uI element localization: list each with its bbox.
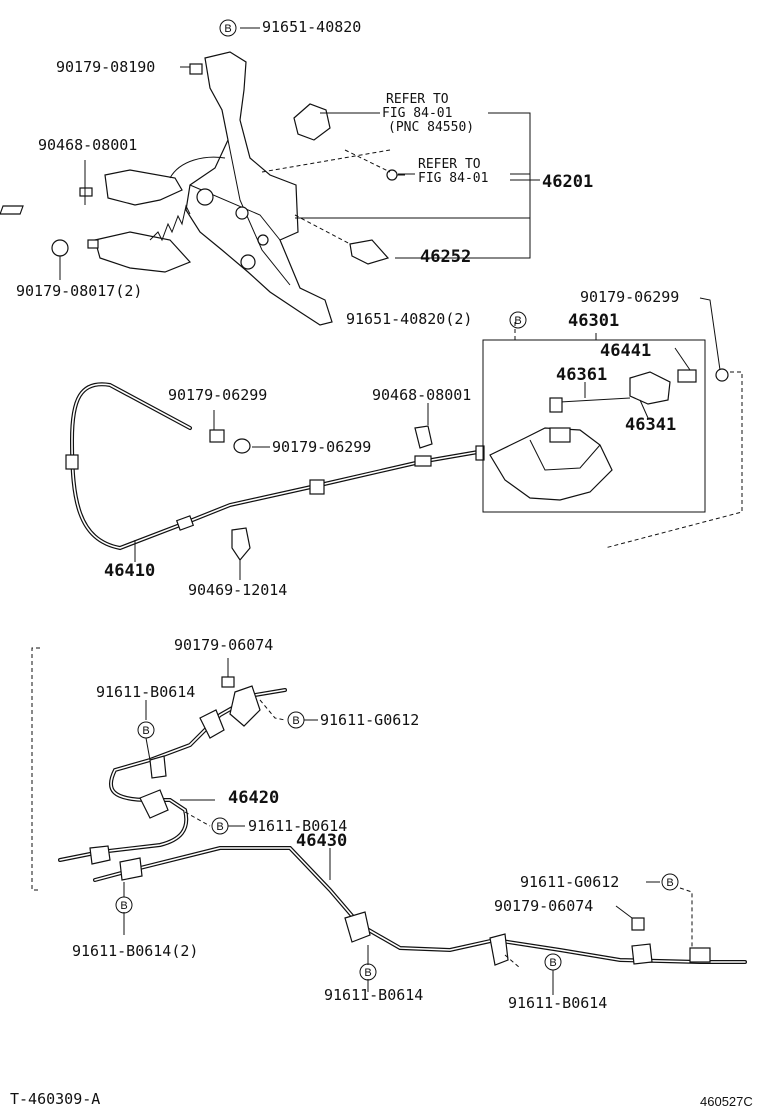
svg-text:B: B <box>514 315 521 327</box>
label-91611-g0612-b: 91611-G0612 <box>520 873 619 891</box>
footer: T-460309-A 460527C <box>10 1090 753 1109</box>
svg-text:B: B <box>216 821 223 833</box>
label-91651-40820: 91651-40820 <box>262 18 361 36</box>
label-91611-b0614-d: 91611-B0614 <box>508 994 607 1012</box>
label-90179-06299-r: 90179-06299 <box>580 288 679 306</box>
label-91611-b0614-c: 91611-B0614 <box>324 986 423 1004</box>
refer-note-1-line-2: FIG 84-01 <box>382 106 452 121</box>
label-90469-12014: 90469-12014 <box>188 581 287 599</box>
refer-note-2-line-1: REFER TO <box>418 157 481 172</box>
svg-text:B: B <box>120 900 127 912</box>
b-symbols: B B B B B B B B B <box>115 19 679 981</box>
label-91611-b0614-a: 91611-B0614 <box>96 683 195 701</box>
label-90468-08001-a: 90468-08001 <box>38 136 137 154</box>
b-symbol: B <box>219 19 237 37</box>
label-90179-06074-a: 90179-06074 <box>174 636 273 654</box>
svg-text:B: B <box>364 967 371 979</box>
b-symbol: B <box>509 311 527 329</box>
b-symbol: B <box>211 817 229 835</box>
svg-text:B: B <box>292 715 299 727</box>
label-91611-g0612-a: 91611-G0612 <box>320 711 419 729</box>
label-91611-b0614-2: 91611-B0614(2) <box>72 942 198 960</box>
svg-text:B: B <box>549 957 556 969</box>
svg-text:B: B <box>224 23 231 35</box>
label-46301: 46301 <box>568 311 619 331</box>
svg-text:B: B <box>142 725 149 737</box>
label-91611-b0614-b: 91611-B0614 <box>248 817 347 835</box>
label-46252: 46252 <box>420 247 471 267</box>
label-91651-40820-2: 91651-40820(2) <box>346 310 472 328</box>
label-46420: 46420 <box>228 788 279 808</box>
label-46410: 46410 <box>104 561 155 581</box>
b-symbol: B <box>359 963 377 981</box>
rear-cables <box>31 647 747 995</box>
label-90179-08190: 90179-08190 <box>56 58 155 76</box>
label-90179-06299-b: 90179-06299 <box>272 438 371 456</box>
label-46430: 46430 <box>296 831 347 851</box>
refer-note-2-line-2: FIG 84-01 <box>418 171 488 186</box>
b-symbol: B <box>544 953 562 971</box>
footer-figure-code: T-460309-A <box>10 1090 100 1108</box>
equalizer-box-46301 <box>482 297 743 549</box>
b-symbol: B <box>661 873 679 891</box>
b-symbol: B <box>115 896 133 914</box>
label-46341: 46341 <box>625 415 676 435</box>
label-90468-08001-b: 90468-08001 <box>372 386 471 404</box>
b-symbol: B <box>287 711 305 729</box>
refer-note-1-line-1: REFER TO <box>386 92 449 107</box>
leader-lines-top <box>59 27 540 280</box>
label-90179-06074-b: 90179-06074 <box>494 897 593 915</box>
label-90179-06299-a: 90179-06299 <box>168 386 267 404</box>
footer-image-id: 460527C <box>700 1094 753 1109</box>
label-46441: 46441 <box>600 341 651 361</box>
refer-note-1-line-3: (PNC 84550) <box>388 120 474 135</box>
part-labels: 91651-40820 90179-08190 REFER TO FIG 84-… <box>16 18 679 1012</box>
front-cable-46410 <box>65 382 485 580</box>
label-46361: 46361 <box>556 365 607 385</box>
svg-text:B: B <box>666 877 673 889</box>
label-46201: 46201 <box>542 172 593 192</box>
b-symbol: B <box>137 721 155 739</box>
parking-brake-lever-assembly <box>0 51 405 326</box>
label-90179-08017: 90179-08017(2) <box>16 282 142 300</box>
